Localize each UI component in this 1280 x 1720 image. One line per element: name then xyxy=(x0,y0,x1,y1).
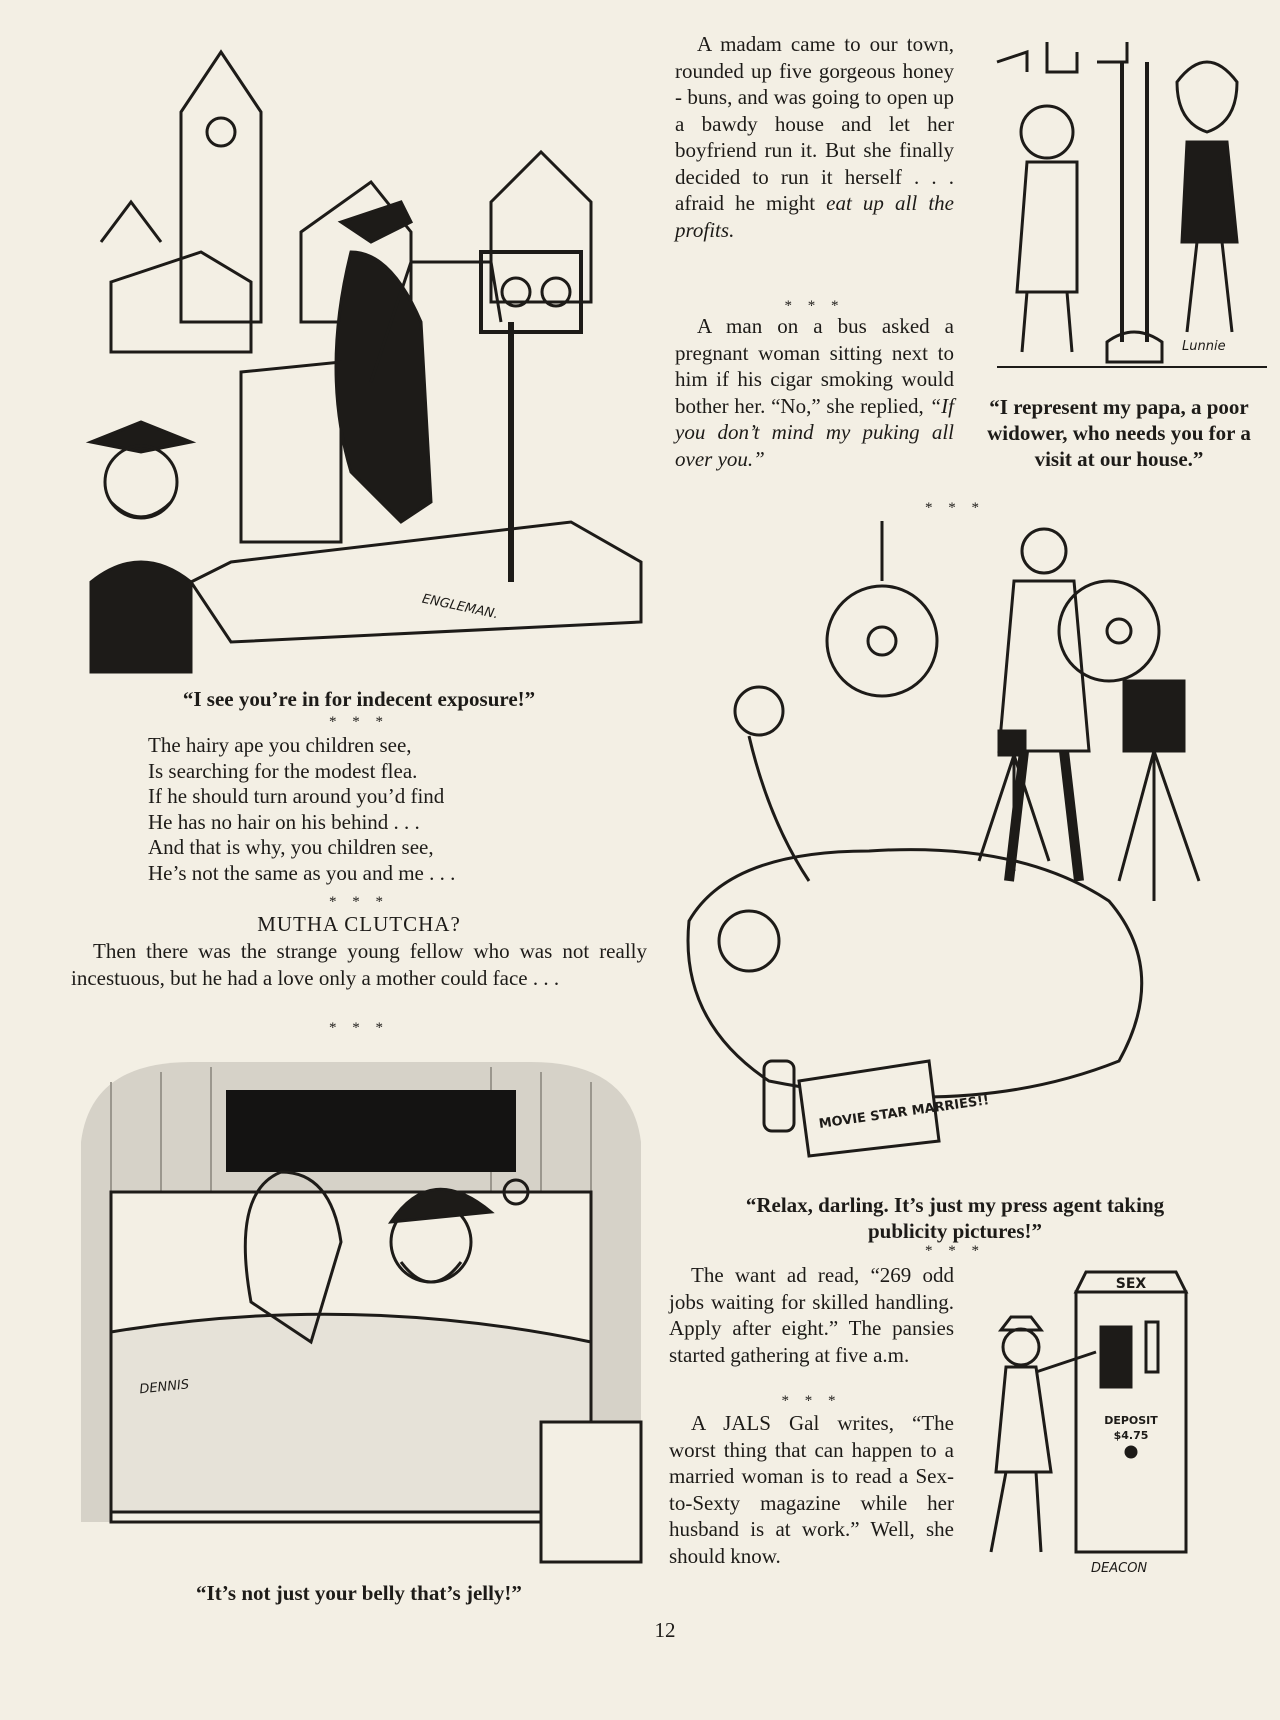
poem: The hairy ape you children see, Is searc… xyxy=(148,733,628,886)
caption-photographer: “Relax, darling. It’s just my press agen… xyxy=(745,1193,1165,1243)
signature-lunnie: Lunnie xyxy=(1182,339,1226,354)
separator-stars: * * * xyxy=(925,500,985,516)
separator-stars: * * * xyxy=(329,1020,389,1036)
separator-stars: * * * xyxy=(781,1393,842,1409)
cartoon-photographer-illustration: MOVIE STAR MARRIES!! xyxy=(669,521,1218,1174)
cartoon-streetcorner-illustration: Lunnie xyxy=(987,22,1273,378)
madam-joke: A madam came to our town, rounded up fiv… xyxy=(675,31,954,243)
madam-joke-text: A madam came to our town, rounded up fiv… xyxy=(675,32,954,215)
jals-joke: A JALS Gal writes, “The worst thing that… xyxy=(669,1410,954,1569)
page-number: 12 xyxy=(654,1618,676,1642)
machine-sign: SEX xyxy=(1116,1276,1147,1292)
cartoon-pillory-illustration: ENGLEMAN. xyxy=(71,22,647,680)
cartoon-machine-illustration: SEX DEPOSIT $4.75 DEACON xyxy=(976,1262,1256,1582)
caption-santa: “It’s not just your belly that’s jelly!” xyxy=(196,1581,522,1605)
poem-line: He has no hair on his behind . . . xyxy=(148,809,420,834)
signature-deacon: DEACON xyxy=(1091,1561,1147,1576)
jals-joke-text: A JALS Gal writes, “The worst thing that… xyxy=(669,1411,954,1568)
poem-line: And that is why, you children see, xyxy=(148,835,434,859)
separator-stars: * * * xyxy=(329,894,389,910)
cartoon-santa-illustration: DENNIS xyxy=(71,1042,647,1570)
bus-joke-text: A man on a bus asked a pregnant woman si… xyxy=(675,314,954,418)
separator-stars: * * * xyxy=(329,714,389,730)
bus-joke-punchline: “If you don’t mind my puking all over yo… xyxy=(675,393,954,471)
poem-line: He’s not the same as you and me . . . xyxy=(148,860,456,885)
separator-stars: * * * xyxy=(784,298,845,314)
want-ad-joke: The want ad read, “269 odd jobs waiting … xyxy=(669,1262,954,1368)
separator-stars: * * * xyxy=(925,1243,985,1259)
caption-pillory: “I see you’re in for indecent exposure!” xyxy=(182,687,536,711)
poem-line: The hairy ape you children see, xyxy=(148,733,412,757)
want-ad-joke-text: The want ad read, “269 odd jobs waiting … xyxy=(669,1263,954,1367)
poem-line: Is searching for the modest flea. xyxy=(148,758,418,783)
deposit-price: $4.75 xyxy=(1114,1429,1149,1442)
deposit-label: DEPOSIT xyxy=(1104,1414,1158,1427)
mutha-heading: MUTHA CLUTCHA? xyxy=(257,912,461,936)
bus-joke: A man on a bus asked a pregnant woman si… xyxy=(675,313,954,472)
caption-streetcorner: “I represent my papa, a poor widower, wh… xyxy=(987,395,1251,471)
signature-engleman: ENGLEMAN. xyxy=(421,592,500,622)
madam-joke-punchline: eat up all the profits. xyxy=(675,191,954,242)
poem-line: If he should turn around you’d find xyxy=(148,784,445,808)
mutha-text: Then there was the strange young fellow … xyxy=(71,939,647,990)
signature-dennis: DENNIS xyxy=(139,1377,190,1397)
